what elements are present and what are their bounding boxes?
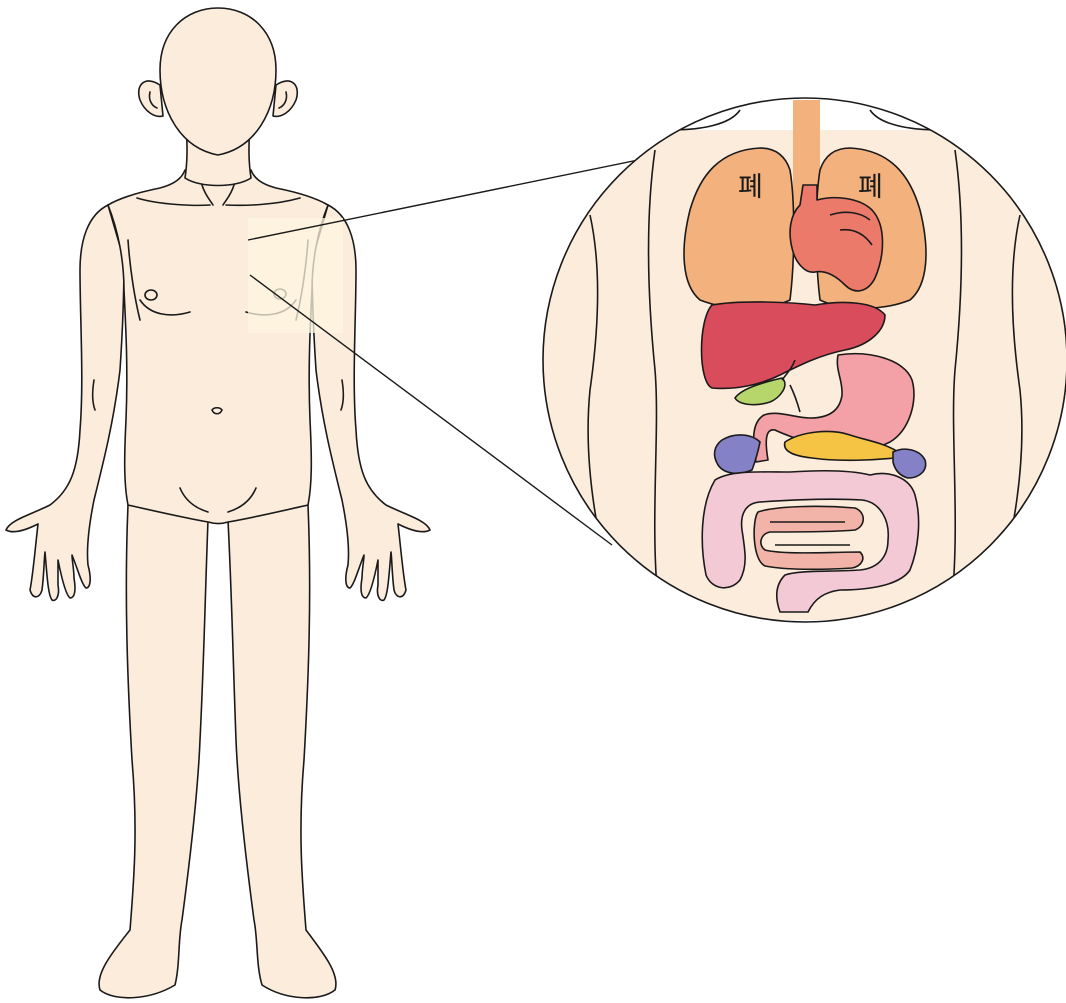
zoom-circle: 폐 폐	[540, 98, 1066, 622]
head	[160, 8, 276, 155]
left-kidney	[715, 435, 760, 473]
left-leg	[99, 505, 208, 998]
left-lung-label: 폐	[738, 172, 763, 203]
zoom-region-highlight	[248, 218, 343, 333]
left-arm	[6, 205, 124, 600]
right-ear	[273, 81, 297, 116]
left-ear	[139, 81, 163, 116]
right-lung-label: 폐	[858, 172, 883, 203]
human-body-figure	[6, 8, 430, 998]
right-leg	[228, 505, 336, 998]
